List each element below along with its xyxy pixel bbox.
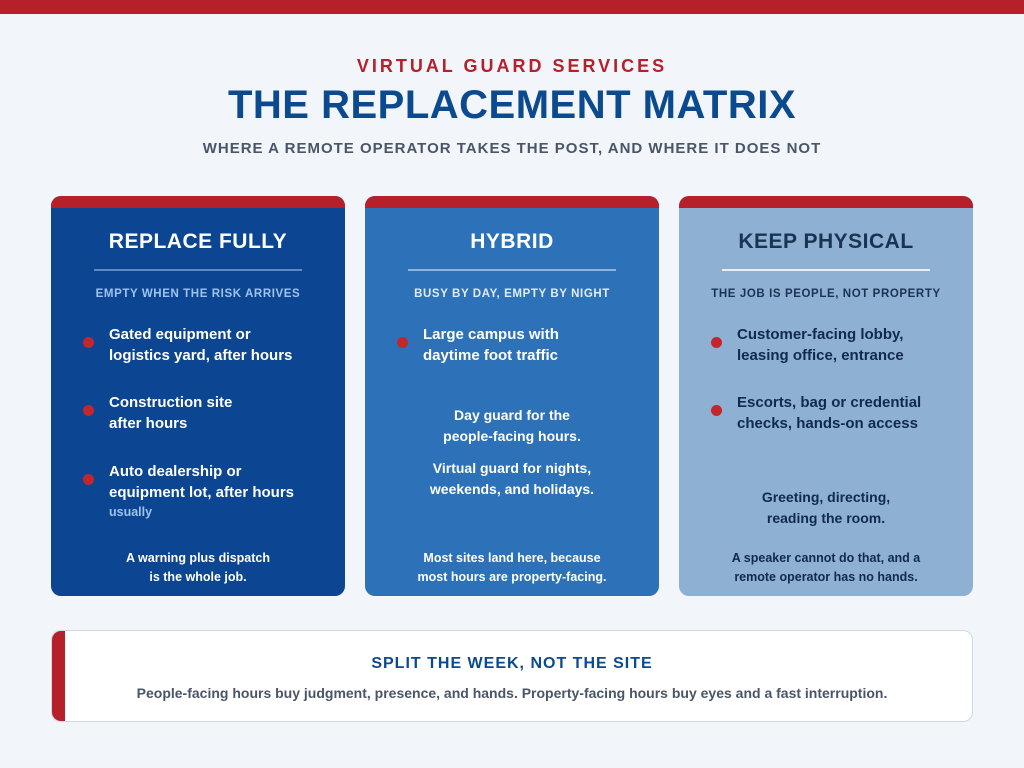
page-eyebrow: VIRTUAL GUARD SERVICES [356, 56, 668, 76]
page-header: VIRTUAL GUARD SERVICES THE REPLACEMENT M… [0, 56, 1024, 157]
footnote-line: is the whole job. [149, 570, 247, 584]
card-divider [722, 269, 930, 271]
card-paragraph: Day guard for the people-facing hours. [365, 405, 659, 447]
bullet-dot-icon [397, 337, 408, 348]
paragraph-line: Virtual guard for nights, [432, 460, 592, 476]
card-hybrid: HYBRID BUSY BY DAY, EMPTY BY NIGHT Large… [365, 196, 659, 596]
card-title: REPLACE FULLY [108, 230, 288, 253]
footnote-line: A warning plus dispatch [126, 551, 270, 565]
bullet-dot-icon [83, 337, 94, 348]
card-cap [365, 196, 659, 208]
paragraph-line: Greeting, directing, [761, 489, 891, 505]
card-paragraph: Virtual guard for nights, weekends, and … [365, 458, 659, 500]
bullet-line: equipment lot, after hours [109, 483, 295, 501]
bullet-dot-icon [711, 337, 722, 348]
banner-text: People-facing hours buy judgment, presen… [136, 685, 888, 701]
card-replace-fully: REPLACE FULLY EMPTY WHEN THE RISK ARRIVE… [51, 196, 345, 596]
card-keep-physical: KEEP PHYSICAL THE JOB IS PEOPLE, NOT PRO… [679, 196, 973, 596]
card-tagline: BUSY BY DAY, EMPTY BY NIGHT [414, 288, 610, 300]
card-divider [94, 269, 302, 271]
paragraph-line: reading the room. [766, 510, 886, 526]
footnote-line: Most sites land here, because [423, 551, 601, 565]
card-title: KEEP PHYSICAL [738, 230, 914, 253]
banner-accent-bar [52, 631, 65, 721]
card-tagline: EMPTY WHEN THE RISK ARRIVES [95, 288, 301, 300]
bullet-line: Escorts, bag or credential [737, 394, 922, 411]
paragraph-line: Day guard for the [454, 407, 570, 423]
paragraph-line: weekends, and holidays. [429, 481, 595, 497]
page-subtitle: WHERE A REMOTE OPERATOR TAKES THE POST, … [202, 140, 822, 157]
banner-title: SPLIT THE WEEK, NOT THE SITE [371, 655, 653, 672]
bullet-dot-icon [83, 405, 94, 416]
footnote-line: remote operator has no hands. [734, 570, 918, 584]
card-divider [408, 269, 616, 271]
card-tagline: THE JOB IS PEOPLE, NOT PROPERTY [711, 288, 941, 300]
card-footnote: A speaker cannot do that, and a remote o… [679, 549, 973, 587]
bullet-dot-icon [83, 474, 94, 485]
card-footnote: A warning plus dispatch is the whole job… [51, 549, 345, 587]
bullet-line: Customer-facing lobby, [737, 326, 904, 343]
bullet-line: daytime foot traffic [423, 346, 559, 364]
card-cap [51, 196, 345, 208]
summary-banner: SPLIT THE WEEK, NOT THE SITE People-faci… [51, 630, 973, 722]
bullet-line: leasing office, entrance [737, 346, 904, 364]
footnote-line: most hours are property-facing. [417, 570, 607, 584]
card-paragraph: Greeting, directing, reading the room. [679, 487, 973, 529]
card-title: HYBRID [470, 230, 554, 253]
bullet-line: after hours [109, 414, 188, 432]
page-title: THE REPLACEMENT MATRIX [227, 83, 797, 127]
bullet-line: Auto dealership or [109, 463, 242, 480]
bullet-dot-icon [711, 405, 722, 416]
paragraph-line: people-facing hours. [443, 428, 581, 444]
card-cap [679, 196, 973, 208]
bullet-line: Gated equipment or [109, 326, 251, 343]
bullet-note: usually [109, 505, 153, 519]
footnote-line: A speaker cannot do that, and a [731, 551, 921, 565]
card-footnote: Most sites land here, because most hours… [365, 549, 659, 587]
bullet-line: checks, hands-on access [737, 414, 918, 432]
bullet-line: Large campus with [423, 326, 559, 343]
bullet-line: logistics yard, after hours [109, 346, 293, 364]
top-accent-bar [0, 0, 1024, 14]
bullet-line: Construction site [109, 394, 233, 411]
